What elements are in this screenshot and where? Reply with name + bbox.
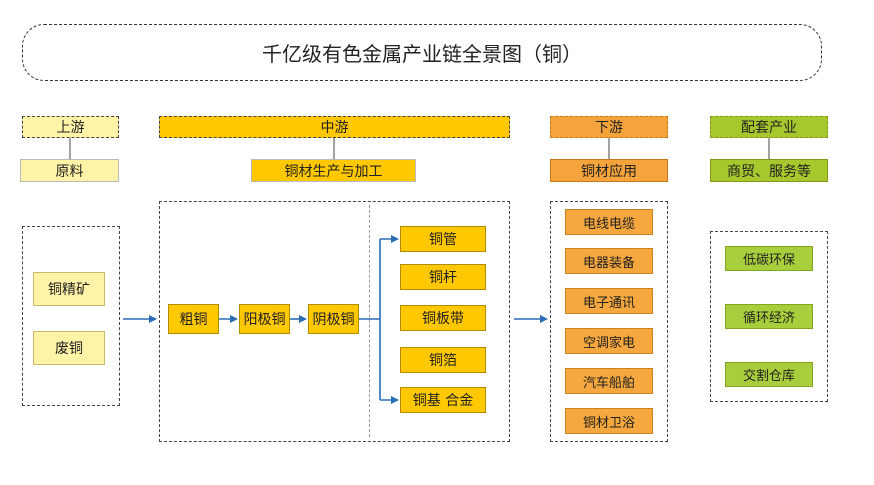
downstream-item-ac-appliances: 空调家电 xyxy=(565,328,653,354)
downstream-subtitle: 铜材应用 xyxy=(550,159,668,182)
product-copper-foil: 铜箔 xyxy=(400,347,486,373)
supporting-item-low-carbon: 低碳环保 xyxy=(725,246,813,271)
downstream-item-sanitary: 铜材卫浴 xyxy=(565,408,653,434)
chain-node-blister-copper: 粗铜 xyxy=(168,304,219,334)
product-copper-rod: 铜杆 xyxy=(400,264,486,290)
midstream-divider xyxy=(369,205,370,437)
stage-downstream-header: 下游 xyxy=(550,116,668,138)
stage-midstream-header: 中游 xyxy=(159,116,510,138)
downstream-item-electrical-equipment: 电器装备 xyxy=(565,248,653,274)
upstream-subtitle: 原料 xyxy=(20,159,119,182)
upstream-item-copper-concentrate: 铜精矿 xyxy=(33,272,105,306)
supporting-subtitle: 商贸、服务等 xyxy=(710,159,828,182)
midstream-panel xyxy=(159,201,510,442)
stage-upstream-header: 上游 xyxy=(22,116,119,138)
supporting-item-circular-economy: 循环经济 xyxy=(725,304,813,329)
product-copper-tube: 铜管 xyxy=(400,226,486,252)
midstream-subtitle: 铜材生产与加工 xyxy=(251,159,416,182)
downstream-panel xyxy=(550,201,668,442)
diagram-title: 千亿级有色金属产业链全景图（铜） xyxy=(22,24,822,81)
upstream-item-scrap-copper: 废铜 xyxy=(33,331,105,365)
chain-node-anode-copper: 阳极铜 xyxy=(239,304,290,334)
product-copper-strip: 铜板带 xyxy=(400,305,486,331)
downstream-item-electronic-communication: 电子通讯 xyxy=(565,288,653,314)
product-copper-alloy: 铜基 合金 xyxy=(400,387,486,413)
upstream-panel xyxy=(22,226,120,406)
stage-supporting-header: 配套产业 xyxy=(710,116,828,138)
chain-node-cathode-copper: 阴极铜 xyxy=(308,304,359,334)
downstream-item-wire-cable: 电线电缆 xyxy=(565,209,653,235)
supporting-panel xyxy=(710,231,828,402)
supporting-item-delivery-warehouse: 交割仓库 xyxy=(725,362,813,387)
downstream-item-auto-ships: 汽车船舶 xyxy=(565,368,653,394)
